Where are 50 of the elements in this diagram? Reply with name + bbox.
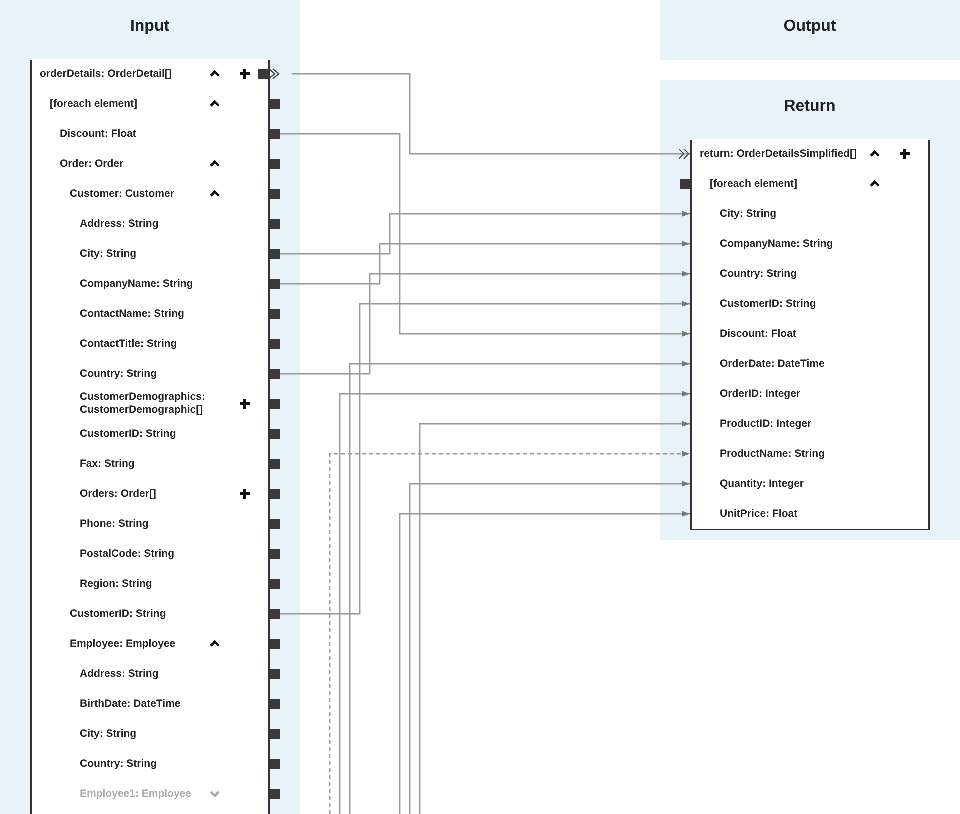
field-label: return: OrderDetailsSimplified[] [700,148,857,160]
field-label: City: String [720,208,777,220]
panel [660,80,960,540]
field-label: CustomerDemographics: CustomerDemographic[] [80,391,206,417]
panel-title: Input [129,18,171,36]
field-label: Country: String [80,758,157,770]
field-label: Country: String [80,368,157,380]
field-label: Employee: Employee [70,638,176,650]
connector-arrow [280,211,690,255]
field-label: City: String [80,248,137,260]
connector-arrow [280,301,690,615]
field-label: Employee1: Employee [80,788,192,800]
field-label: ProductName: String [720,448,826,460]
connector-arrow [329,451,690,814]
field-label: Discount: Float [60,128,136,140]
field-label: CompanyName: String [80,278,194,290]
field-label: UnitPrice: Float [720,508,798,520]
field-label: CustomerID: String [70,608,166,620]
field-label: Discount: Float [720,328,796,340]
field-label: Address: String [80,218,159,230]
field-label: CompanyName: String [720,238,834,250]
field-label: Region: String [80,578,152,590]
field-label: ContactTitle: String [80,338,178,350]
connector-arrow [280,271,690,375]
field-label: Address: String [80,668,159,680]
field-label: orderDetails: OrderDetail[] [40,68,172,80]
field-label: OrderID: Integer [720,388,801,400]
field-label: Order: Order [60,158,124,170]
connector-arrow [280,241,690,285]
connector-arrow [280,133,690,337]
panel-title: Return [783,98,837,116]
field-label: Phone: String [80,518,149,530]
field-label: Quantity: Integer [720,478,804,490]
connector-arrow [419,421,690,814]
panel [0,0,300,814]
field-label: BirthDate: DateTime [80,698,181,710]
field-label: ProductID: Integer [720,418,812,430]
field-label: Customer: Customer [70,188,174,200]
field-label: CustomerID: String [720,298,816,310]
field-label: CustomerID: String [80,428,176,440]
field-label: City: String [80,728,137,740]
panel-title: Output [782,18,838,36]
field-label: ContactName: String [80,308,184,320]
field-label: [foreach element] [50,98,138,110]
field-label: Country: String [720,268,797,280]
field-label: PostalCode: String [80,548,175,560]
field-label: Orders: Order[] [80,488,156,500]
field-label: Fax: String [80,458,135,470]
field-label: [foreach element] [710,178,798,190]
field-label: OrderDate: DateTime [720,358,825,370]
